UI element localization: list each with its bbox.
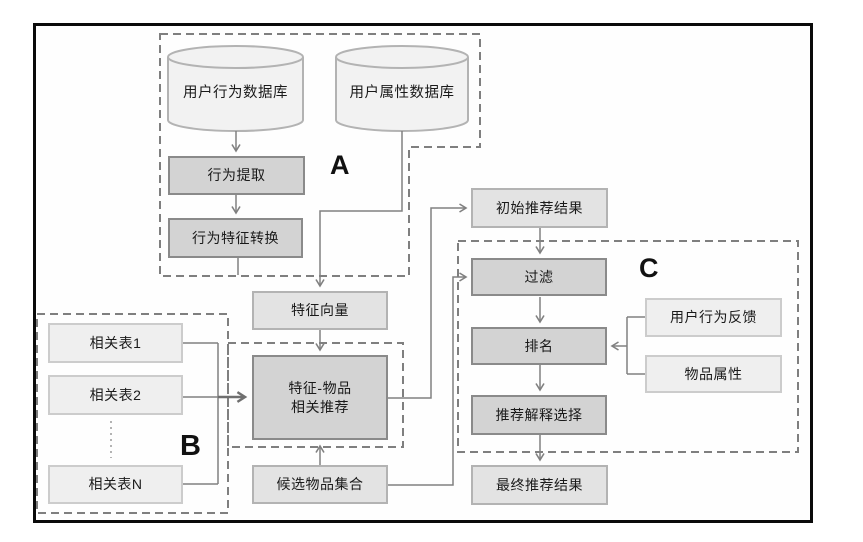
node-behavior-feature-transform: 行为特征转换: [168, 218, 303, 258]
related-table-n-label: 相关表N: [88, 476, 143, 493]
item-attributes-label: 物品属性: [684, 365, 743, 382]
related-table-2-label: 相关表2: [89, 386, 142, 403]
arrow-featureitem-to-initialresult: [388, 203, 468, 399]
user-feedback-label: 用户行为反馈: [670, 309, 757, 326]
node-item-attributes: 物品属性: [645, 355, 782, 393]
group-c-outline: [457, 240, 799, 453]
database-cylinder-attribute: [335, 45, 469, 132]
node-user-feedback: 用户行为反馈: [645, 298, 782, 337]
node-related-table-2: 相关表2: [48, 375, 183, 415]
node-related-table-1: 相关表1: [48, 323, 183, 363]
node-explanation-select: 推荐解释选择: [471, 395, 607, 435]
node-attribute-database: 用户属性数据库: [339, 80, 465, 102]
group-a-label: A: [330, 150, 350, 180]
behavior-database-label: 用户行为数据库: [183, 84, 288, 101]
related-table-1-label: 相关表1: [89, 334, 142, 351]
node-feature-vector: 特征向量: [252, 291, 388, 330]
group-b-label: B: [180, 430, 201, 462]
node-ranking: 排名: [471, 327, 607, 365]
node-final-result: 最终推荐结果: [471, 465, 608, 505]
filter-label: 过滤: [524, 268, 554, 285]
feature-vector-label: 特征向量: [291, 302, 349, 319]
final-result-label: 最终推荐结果: [496, 476, 583, 493]
attribute-database-label: 用户属性数据库: [349, 84, 455, 101]
feature-item-label-line1: 特征-物品: [288, 380, 352, 397]
node-behavior-database: 用户行为数据库: [172, 80, 299, 102]
node-behavior-extract: 行为提取: [168, 156, 305, 195]
behavior-feature-transform-label: 行为特征转换: [192, 229, 279, 246]
candidate-items-label: 候选物品集合: [276, 476, 364, 493]
node-filter: 过滤: [471, 258, 607, 296]
explanation-select-label: 推荐解释选择: [495, 406, 583, 423]
ranking-label: 排名: [524, 337, 554, 354]
node-candidate-items: 候选物品集合: [252, 465, 388, 504]
node-related-table-n: 相关表N: [48, 465, 183, 504]
behavior-extract-label: 行为提取: [207, 167, 266, 184]
node-initial-result: 初始推荐结果: [471, 188, 608, 228]
initial-result-label: 初始推荐结果: [496, 199, 583, 216]
node-feature-item-recommend: 特征-物品 相关推荐: [252, 355, 388, 440]
arrow-attributedb-to-featurevector: [315, 131, 403, 288]
arrow-candidates-to-filter: [388, 272, 468, 486]
group-c-label: C: [639, 253, 659, 283]
feature-item-label-line2: 相关推荐: [291, 398, 349, 415]
group-a-outline: [159, 33, 481, 277]
database-cylinder-behavior: [167, 45, 304, 132]
